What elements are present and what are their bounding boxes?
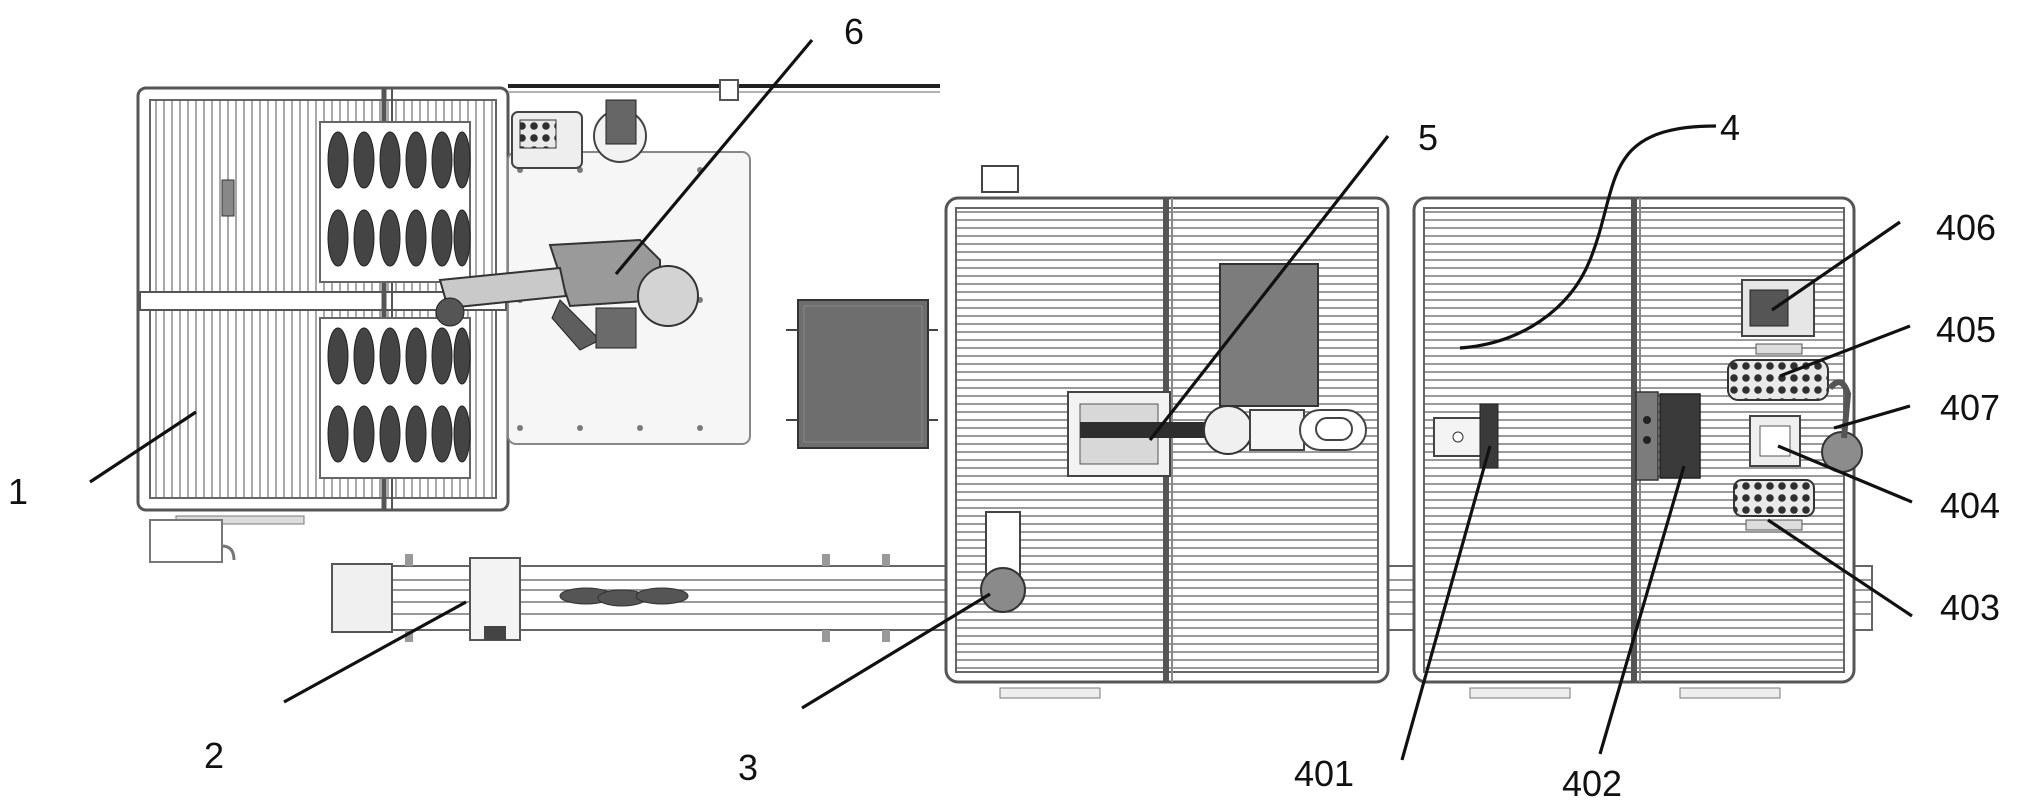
label-2: 2: [204, 735, 224, 776]
control-cabinet: [786, 299, 938, 449]
label-402: 402: [1562, 763, 1622, 804]
leader-line-404: [1777, 444, 1913, 504]
component-405: [1727, 359, 1829, 401]
component-406: [1741, 279, 1815, 355]
label-405: 405: [1936, 309, 1996, 350]
component-407: [1821, 379, 1863, 473]
component-404: [1749, 415, 1801, 467]
robot-cell-5: [944, 165, 1390, 699]
label-4: 4: [1720, 107, 1740, 148]
leader-line-406: [1771, 220, 1901, 312]
label-1: 1: [8, 471, 28, 512]
leader-line-3: [801, 592, 991, 710]
label-6: 6: [844, 11, 864, 52]
label-403: 403: [1940, 587, 2000, 628]
label-406: 406: [1936, 207, 1996, 248]
leader-lines: [89, 38, 1913, 761]
leader-line-6: [614, 38, 814, 276]
stocker-rack-1: [136, 86, 510, 563]
component-401: [1433, 403, 1499, 469]
label-407: 407: [1940, 387, 2000, 428]
top-rail: [508, 79, 940, 101]
leader-line-407: [1833, 404, 1911, 430]
leader-line-5: [1148, 135, 1390, 441]
label-404: 404: [1940, 485, 2000, 526]
leader-line-401: [1400, 445, 1492, 761]
label-401: 401: [1294, 753, 1354, 794]
component-402: [1635, 391, 1701, 481]
label-5: 5: [1418, 117, 1438, 158]
leader-line-402: [1598, 465, 1686, 755]
leader-line-2: [283, 600, 467, 704]
leader-line-1: [89, 410, 197, 484]
label-3: 3: [738, 747, 758, 788]
leader-line-403: [1767, 518, 1913, 618]
leader-line-405: [1779, 324, 1911, 378]
labels: 1 2 3 4 5 6 401 402 403 404 405 406 407: [8, 11, 2000, 804]
leader-line-4: [1459, 124, 1717, 350]
